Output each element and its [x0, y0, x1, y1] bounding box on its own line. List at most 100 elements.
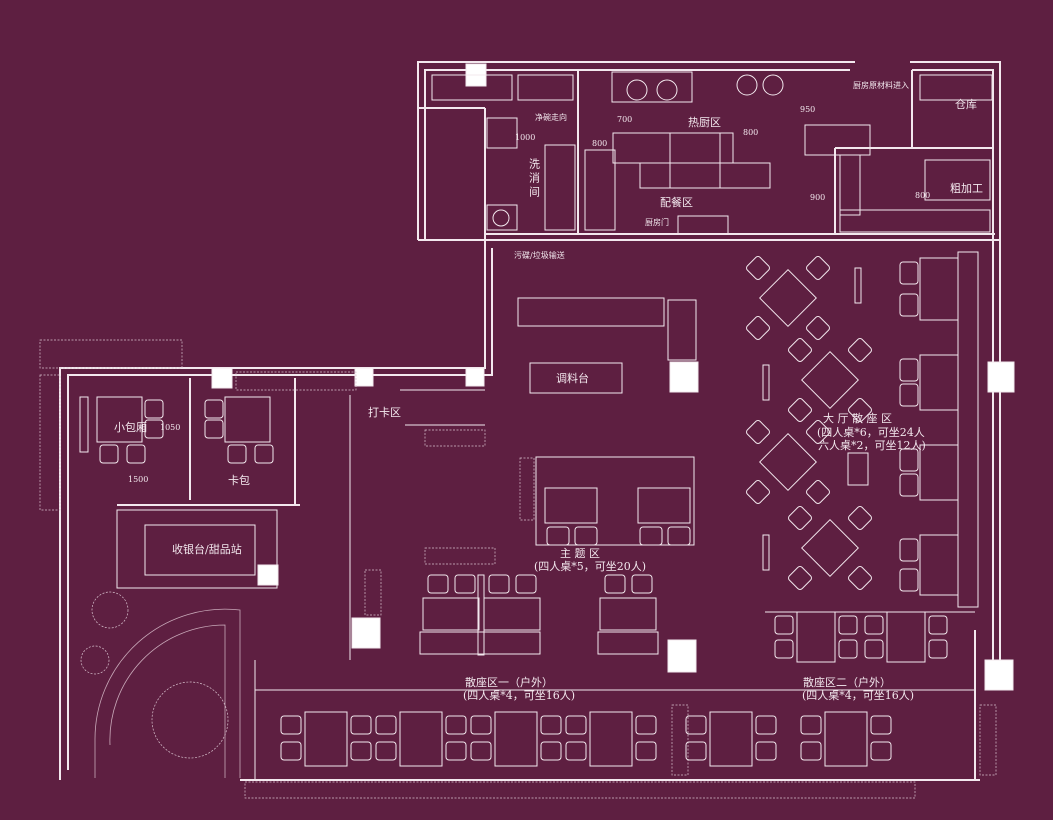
chair: [806, 316, 830, 340]
dim-1000: 1000: [515, 133, 535, 142]
dimension-labels: 1000 800 700 800 950 900 800 1050 1500: [128, 105, 930, 484]
table: [304, 711, 348, 767]
chair: [540, 715, 562, 735]
chair: [685, 741, 707, 761]
label-outdoor-1: 散座区一（户外）: [465, 675, 553, 689]
chair: [899, 261, 919, 285]
label-rough-processing: 粗加工: [950, 182, 983, 195]
chair: [227, 444, 247, 464]
chair: [838, 639, 858, 659]
chair: [604, 574, 626, 594]
chair: [565, 715, 587, 735]
table: [919, 354, 959, 411]
chair: [746, 256, 770, 280]
chair: [848, 566, 872, 590]
table: [824, 711, 868, 767]
label-clean-dish-direction: 净碗走向: [535, 112, 567, 122]
label-cashier-dessert: 收银台/甜品站: [172, 542, 242, 556]
chair: [454, 574, 476, 594]
structural-columns: [211, 63, 1015, 691]
table: [399, 711, 443, 767]
chair: [870, 741, 892, 761]
chair: [546, 526, 570, 546]
chair: [639, 526, 663, 546]
label-hall-area-detail-2: 六人桌*2，可坐12人): [818, 439, 926, 452]
chair: [788, 566, 812, 590]
chair: [899, 538, 919, 562]
seasoning-station-counter: [529, 362, 623, 394]
chair: [864, 615, 884, 635]
dim-950: 950: [800, 105, 815, 114]
chair: [774, 639, 794, 659]
chair: [928, 615, 948, 635]
chair: [565, 741, 587, 761]
label-seasoning-station: 调料台: [556, 371, 589, 385]
label-washing-room: 洗消间: [528, 158, 541, 200]
tables-and-chairs: [99, 256, 959, 767]
chair: [254, 444, 274, 464]
chair: [928, 639, 948, 659]
chair: [746, 420, 770, 444]
dim-1050: 1050: [160, 423, 180, 432]
chair: [800, 715, 822, 735]
dim-800-c: 800: [915, 191, 930, 200]
table: [709, 711, 753, 767]
dim-700: 700: [617, 115, 632, 124]
area-labels: 厨房原材料进入 仓库 净碗走向 热厨区 洗消间 粗加工 配餐区 厨房门 污碟/垃…: [114, 80, 983, 702]
chair: [635, 715, 657, 735]
chair: [806, 480, 830, 504]
chair: [635, 741, 657, 761]
label-serving-area: 配餐区: [660, 195, 693, 209]
label-kitchen-entrance: 厨房原材料进入: [853, 80, 909, 90]
table: [796, 611, 836, 663]
chair: [899, 473, 919, 497]
chair: [899, 448, 919, 472]
chair: [667, 526, 691, 546]
chair: [806, 420, 830, 444]
chair: [899, 383, 919, 407]
walls: [59, 61, 1001, 781]
chair: [806, 256, 830, 280]
dim-800-a: 800: [592, 139, 607, 148]
chair: [515, 574, 537, 594]
chair: [375, 741, 397, 761]
chair: [774, 615, 794, 635]
label-hall-area-detail-1: (四人桌*6，可坐24人: [817, 426, 925, 439]
chair: [488, 574, 510, 594]
chair: [540, 741, 562, 761]
label-storage: 仓库: [955, 97, 977, 111]
chair: [746, 316, 770, 340]
chair: [350, 741, 372, 761]
chair: [445, 741, 467, 761]
table: [494, 711, 538, 767]
chair: [350, 715, 372, 735]
chair: [848, 338, 872, 362]
chair: [899, 568, 919, 592]
label-hot-kitchen: 热厨区: [688, 116, 721, 129]
kitchen-equipment: [431, 71, 993, 235]
label-checkin-area: 打卡区: [368, 405, 401, 419]
chair: [848, 398, 872, 422]
chair: [204, 399, 224, 419]
label-dirty-dish-exit: 污碟/垃圾输送: [514, 250, 565, 260]
table: [801, 351, 859, 409]
label-outdoor-1-detail: (四人桌*4，可坐16人): [463, 689, 575, 702]
chair: [685, 715, 707, 735]
label-theme-area-detail: (四人桌*5，可坐20人): [534, 560, 646, 573]
table: [759, 433, 817, 491]
dim-1500: 1500: [128, 475, 148, 484]
table: [886, 611, 926, 663]
chair: [375, 715, 397, 735]
chair: [280, 741, 302, 761]
chair: [470, 741, 492, 761]
chair: [470, 715, 492, 735]
table: [759, 269, 817, 327]
chair: [427, 574, 449, 594]
dining-fixtures: [39, 251, 997, 799]
chair: [899, 358, 919, 382]
chair: [280, 715, 302, 735]
chair: [126, 444, 146, 464]
chair: [838, 615, 858, 635]
chair: [848, 506, 872, 530]
